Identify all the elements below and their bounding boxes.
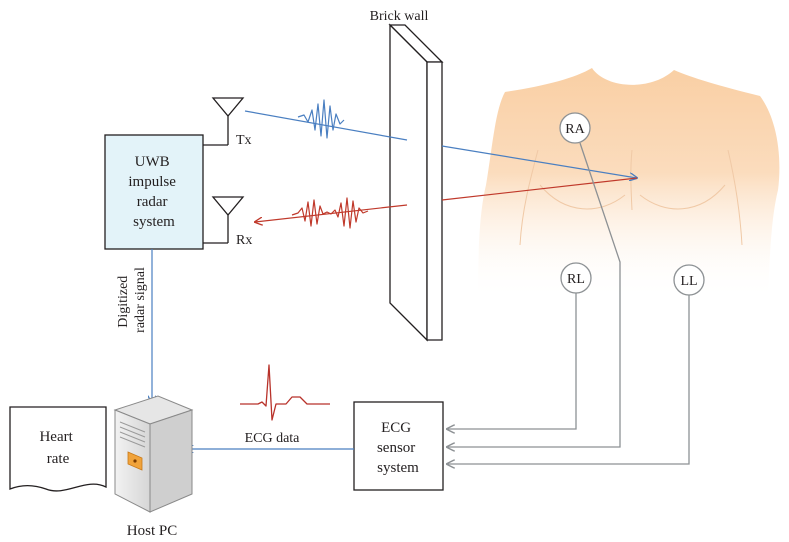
wall-label: Brick wall xyxy=(370,9,429,24)
electrode-rl-label: RL xyxy=(567,272,585,287)
tx-beam-2 xyxy=(441,145,637,178)
electrode-ll-label: LL xyxy=(680,274,697,289)
digitized-signal-line-2: radar signal xyxy=(133,267,148,333)
host-pc-icon xyxy=(113,395,194,513)
rx-antenna-icon xyxy=(203,196,245,244)
radar-system-line-2: impulse xyxy=(128,174,176,190)
left-pectoral xyxy=(539,184,626,210)
digitized-signal-line-1: Digitized xyxy=(116,276,131,328)
radar-system-box xyxy=(104,134,204,250)
tx-pulse-wave xyxy=(297,99,345,139)
server-led xyxy=(133,459,137,463)
electrode-ll: LL xyxy=(673,264,705,296)
brick-wall xyxy=(388,23,444,342)
heart-rate-line-1: Heart xyxy=(39,429,73,445)
electrode-rl: RL xyxy=(560,262,592,294)
rx-label: Rx xyxy=(236,233,252,248)
left-arm-contour xyxy=(519,149,539,246)
human-torso xyxy=(478,68,780,300)
wall-front xyxy=(389,23,428,342)
server-side xyxy=(149,409,193,513)
digitized-signal-label: Digitized radar signal xyxy=(116,267,148,333)
ecg-data-label: ECG data xyxy=(245,431,301,446)
ecg-sensor-line-3: system xyxy=(377,460,419,476)
radar-system-label: UWB impulse radar system xyxy=(128,154,179,230)
right-arm-contour xyxy=(727,149,743,246)
electrode-ra-label: RA xyxy=(565,122,585,137)
heart-rate-line-2: rate xyxy=(47,451,70,467)
radar-system-line-3: radar xyxy=(137,194,168,210)
ecg-sensor-line-2: sensor xyxy=(377,440,415,456)
right-pectoral xyxy=(639,184,726,210)
host-pc-label: Host PC xyxy=(127,523,177,539)
ecg-sensor-line-1: ECG xyxy=(381,420,411,436)
tx-label: Tx xyxy=(236,133,252,148)
heart-rate-document xyxy=(9,406,107,492)
wire-ll xyxy=(447,295,690,464)
wall-right-face xyxy=(426,61,443,341)
radar-system-line-1: UWB xyxy=(135,154,170,170)
tx-antenna-icon xyxy=(203,97,245,146)
rx-pulse-wave xyxy=(291,197,369,229)
ecg-waveform xyxy=(240,364,330,421)
wire-rl xyxy=(447,293,577,429)
electrode-ra: RA xyxy=(559,112,591,144)
ecg-sensor-label: ECG sensor system xyxy=(377,420,419,476)
rx-beam-1 xyxy=(441,177,638,201)
server-vents xyxy=(119,421,146,448)
wire-ra xyxy=(447,142,621,447)
radar-system-line-4: system xyxy=(133,214,175,230)
ecg-sensor-box xyxy=(353,401,444,491)
heart-rate-label: Heart rate xyxy=(39,429,76,467)
torso-skin xyxy=(478,68,780,300)
